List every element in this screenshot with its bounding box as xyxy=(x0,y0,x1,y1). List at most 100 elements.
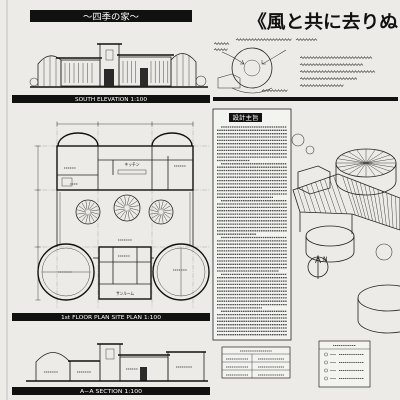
south-elevation-title-bar xyxy=(12,95,210,103)
tree-branch xyxy=(90,209,99,212)
area-table-frame xyxy=(221,346,291,379)
tree-branch xyxy=(85,201,88,210)
tower-door xyxy=(104,69,114,86)
dome-roof-rib xyxy=(356,149,367,164)
tree-branch xyxy=(81,214,88,222)
terrace-step xyxy=(390,194,394,228)
wind-arrow-head xyxy=(240,59,245,65)
north-left-bay xyxy=(57,132,99,147)
tree-branch xyxy=(81,202,87,211)
section-room-labels xyxy=(44,366,192,373)
terrace-step xyxy=(364,184,373,221)
tree-branch xyxy=(158,214,162,223)
north-wing-outline xyxy=(56,145,194,191)
terrace-step xyxy=(386,192,390,227)
courtyard-tree xyxy=(113,194,141,222)
right-wing-door xyxy=(140,68,148,86)
illegible-room-labels xyxy=(58,165,187,273)
terrace-step xyxy=(395,196,397,229)
dome-roof-rib xyxy=(365,154,391,164)
dome-roof-rib xyxy=(365,162,376,177)
tower-window xyxy=(105,49,114,61)
legend-symbol xyxy=(324,360,328,365)
elevation-shrub xyxy=(195,75,207,87)
legend-symbol xyxy=(324,368,328,373)
concept-body-text xyxy=(217,126,287,336)
south-elevation-label: SOUTH ELEVATION 1:100 xyxy=(75,97,147,103)
dome-roof-rib xyxy=(365,149,376,164)
section-label: A−A SECTION 1:100 xyxy=(80,389,142,395)
north-arrow-head xyxy=(315,254,321,264)
terrace-step xyxy=(310,183,322,213)
floor-plan-label: 1st FLOOR PLAN SITE PLAN 1:100 xyxy=(61,315,161,321)
courtyard-trees xyxy=(75,194,174,225)
tree-branch xyxy=(120,197,126,207)
tree-branch xyxy=(77,209,86,213)
dome-roof-ribs xyxy=(336,149,396,177)
dome-roof-rib xyxy=(348,162,367,175)
dome-roof-rib xyxy=(337,158,367,164)
axo-tree xyxy=(305,145,315,155)
tree-branch xyxy=(128,201,138,207)
handwritten-note xyxy=(261,89,288,93)
tree-branch xyxy=(158,201,161,210)
tree-branch xyxy=(77,212,86,215)
courtyard-tree xyxy=(148,199,174,225)
tree-branch xyxy=(129,208,138,215)
tree-branch xyxy=(128,209,134,219)
tree-branch xyxy=(90,212,98,219)
handwritten-note xyxy=(299,77,358,81)
tree-branch xyxy=(88,214,91,223)
axo-dome-walls xyxy=(335,163,397,196)
handwritten-note xyxy=(299,56,373,60)
south-elevation-drawing xyxy=(29,43,208,88)
tree-branch xyxy=(124,210,128,220)
terrace-step xyxy=(324,178,337,214)
handwritten-note xyxy=(235,38,292,42)
legend-symbol xyxy=(324,352,328,357)
section-door xyxy=(140,367,147,381)
tree-branch xyxy=(150,209,159,213)
tree-branch xyxy=(87,201,91,210)
dimension-ticks xyxy=(35,121,194,301)
axonometric-view xyxy=(291,133,400,334)
tree-branch xyxy=(154,202,160,211)
tree-branch xyxy=(88,202,95,210)
tree-branch xyxy=(89,205,98,211)
west-round-room xyxy=(37,243,95,301)
tree-canopy-outline xyxy=(75,199,101,225)
axo-round-room-walls xyxy=(305,236,355,263)
legend xyxy=(318,340,371,388)
dome-roof-rib xyxy=(365,158,395,164)
concept-heading: 設計主旨 xyxy=(233,114,259,122)
floor-plan-title-bar xyxy=(12,313,210,321)
terrace-step xyxy=(306,185,316,213)
courtyard-circle-sketch xyxy=(243,59,261,77)
area-table xyxy=(221,346,291,379)
handwritten-notes xyxy=(213,38,376,93)
tree-branch xyxy=(115,208,125,211)
tree-branch xyxy=(151,205,159,212)
tree-branch xyxy=(127,197,134,206)
tree-branch xyxy=(161,202,168,210)
terrace-steps-hatch xyxy=(297,175,397,229)
handwritten-note xyxy=(213,42,230,46)
terrace-step xyxy=(328,177,342,214)
handwritten-note xyxy=(299,63,364,67)
tree-branch xyxy=(150,212,159,215)
axo-east-room-roof xyxy=(357,284,400,312)
tree-branch xyxy=(129,205,139,208)
dome-roof-rib xyxy=(348,151,367,164)
tree-branch xyxy=(120,210,127,219)
terrace-step xyxy=(301,186,311,213)
terrace-step xyxy=(359,182,370,220)
tree-branch xyxy=(162,213,168,222)
tree-branch xyxy=(160,201,164,210)
series-banner-text: 〜四季の家〜 xyxy=(83,11,140,22)
tree-branch xyxy=(161,214,164,223)
site-circle-sketch xyxy=(231,47,273,89)
terrace-step xyxy=(351,179,363,218)
terrace-step xyxy=(319,180,332,214)
